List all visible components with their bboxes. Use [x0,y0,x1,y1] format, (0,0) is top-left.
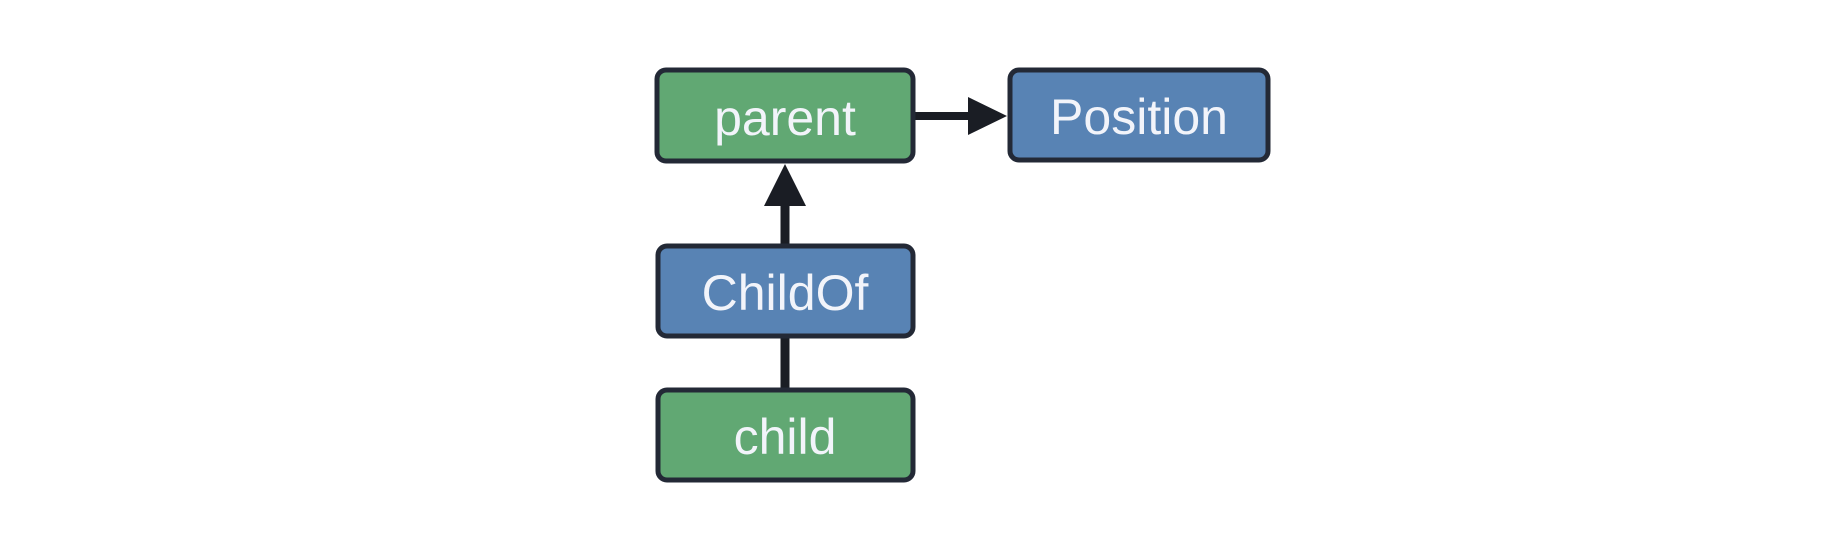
arrowhead-up-icon [764,164,806,206]
node-position-label: Position [1050,89,1228,145]
node-child-label: child [734,409,837,465]
node-childof: ChildOf [655,243,916,339]
node-parent-label: parent [714,90,856,146]
node-parent: parent [654,67,916,164]
edge-parent-to-position [913,97,1007,135]
arrowhead-right-icon [968,97,1007,135]
node-child-box [655,387,916,483]
node-position: Position [1007,67,1271,163]
node-child: child [655,387,916,483]
node-childof-label: ChildOf [702,265,869,321]
edge-childof-to-parent [764,164,806,246]
node-position-box [1007,67,1271,163]
node-parent-box [654,67,916,164]
node-childof-box [655,243,916,339]
